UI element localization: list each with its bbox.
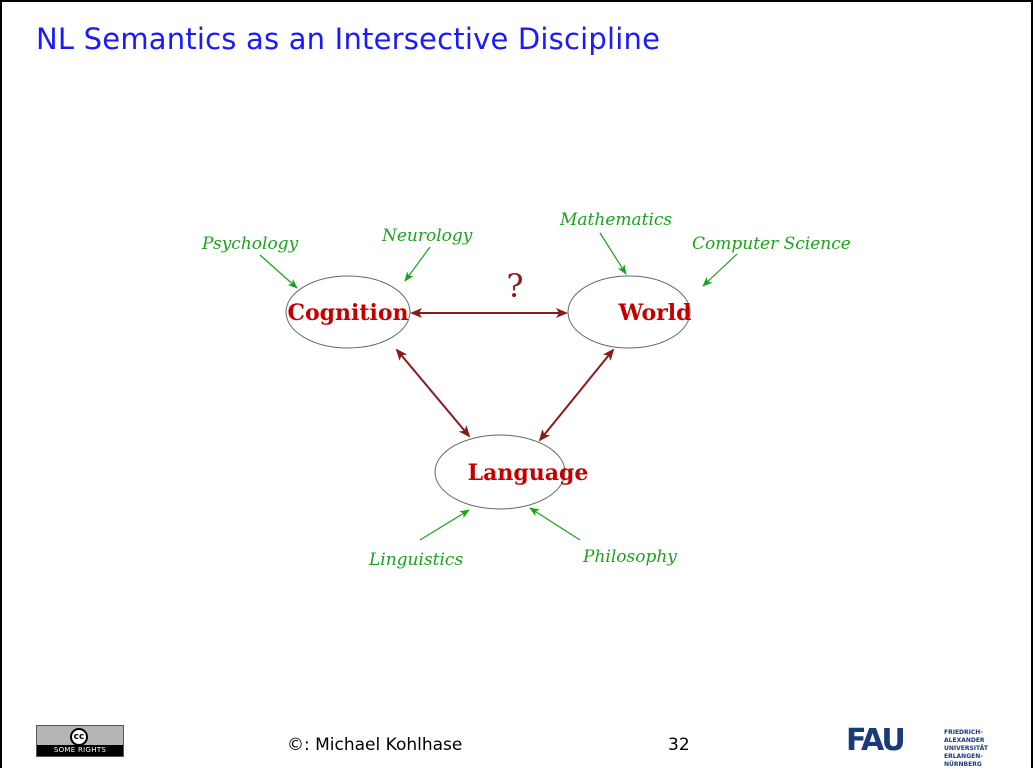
fau-logo-line-3: ERLANGEN-NÜRNBERG xyxy=(944,753,983,768)
philosophy-arrow xyxy=(529,507,581,541)
language-label: Language xyxy=(468,460,589,486)
slide-frame-right-border xyxy=(1031,0,1033,768)
slide-title: NL Semantics as an Intersective Discipli… xyxy=(36,22,661,56)
linguistics-label: Linguistics xyxy=(368,550,463,570)
mathematics-arrow xyxy=(599,232,627,275)
neurology-label: Neurology xyxy=(381,226,473,246)
license-badge-text: SOME RIGHTS RESERVED xyxy=(37,745,123,765)
world-label: World xyxy=(618,300,692,326)
computer-science-label: Computer Science xyxy=(692,234,851,254)
philosophy-label: Philosophy xyxy=(582,547,677,567)
page-number: 32 xyxy=(668,735,690,755)
psychology-arrow xyxy=(259,254,298,289)
fau-logo-line-1: FRIEDRICH-ALEXANDER xyxy=(944,729,985,744)
linguistics-arrow xyxy=(419,509,470,541)
fau-logo-text: FRIEDRICH-ALEXANDER UNIVERSITÄT ERLANGEN… xyxy=(944,729,1016,769)
language-node xyxy=(434,434,566,510)
world-node xyxy=(567,275,691,349)
relation-question-mark: ? xyxy=(506,267,523,305)
creative-commons-badge[interactable]: cc SOME RIGHTS RESERVED xyxy=(36,725,124,765)
world-language-arrow xyxy=(538,348,615,442)
neurology-arrow xyxy=(404,246,431,282)
cc-icon: cc xyxy=(70,728,88,746)
fau-logo-line-2: UNIVERSITÄT xyxy=(944,745,988,752)
cognition-language-arrow xyxy=(395,348,471,438)
cognition-label: Cognition xyxy=(287,300,408,326)
fau-logo-mark: FAU xyxy=(846,723,906,758)
psychology-label: Psychology xyxy=(201,234,299,254)
copyright-notice: ©: Michael Kohlhase xyxy=(287,735,463,755)
mathematics-label: Mathematics xyxy=(559,210,672,230)
computer-science-arrow xyxy=(702,253,738,287)
fau-logo: FAU FRIEDRICH-ALEXANDER UNIVERSITÄT ERLA… xyxy=(846,723,1016,769)
